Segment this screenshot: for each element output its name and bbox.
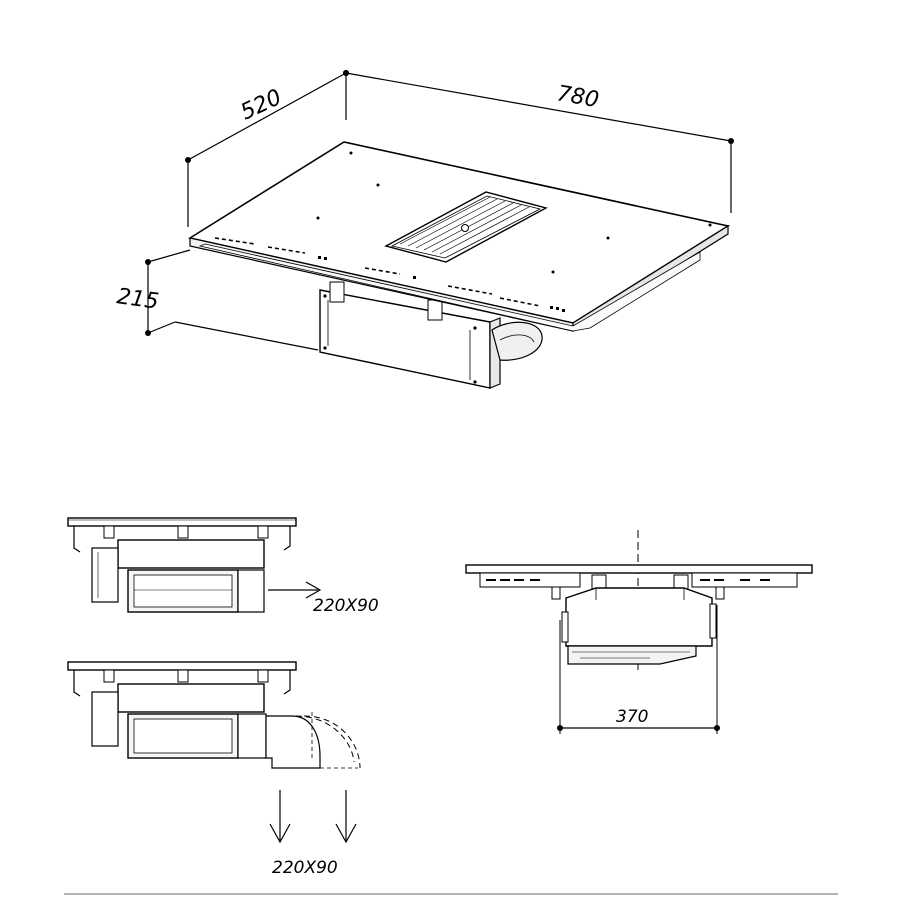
height-label: 215 [115,284,160,315]
isometric-view: 780 520 215 [115,70,734,389]
extraction-unit-box [319,281,543,389]
side-view-rear-outlet: 220X90 [67,517,379,616]
front-view: 370 [465,530,813,734]
hob-glass-top [187,141,731,333]
down-duct-label: 220X90 [272,858,338,878]
dimension-width: 780 [343,70,734,213]
touch-control-markings [214,151,712,312]
side-view-down-outlet: 220X90 [67,661,361,878]
width-label: 780 [555,81,601,113]
dimension-height: 215 [115,249,319,351]
rear-duct-label: 220X90 [313,596,379,616]
vent-grille [384,191,548,263]
unit-width-label: 370 [616,707,648,727]
